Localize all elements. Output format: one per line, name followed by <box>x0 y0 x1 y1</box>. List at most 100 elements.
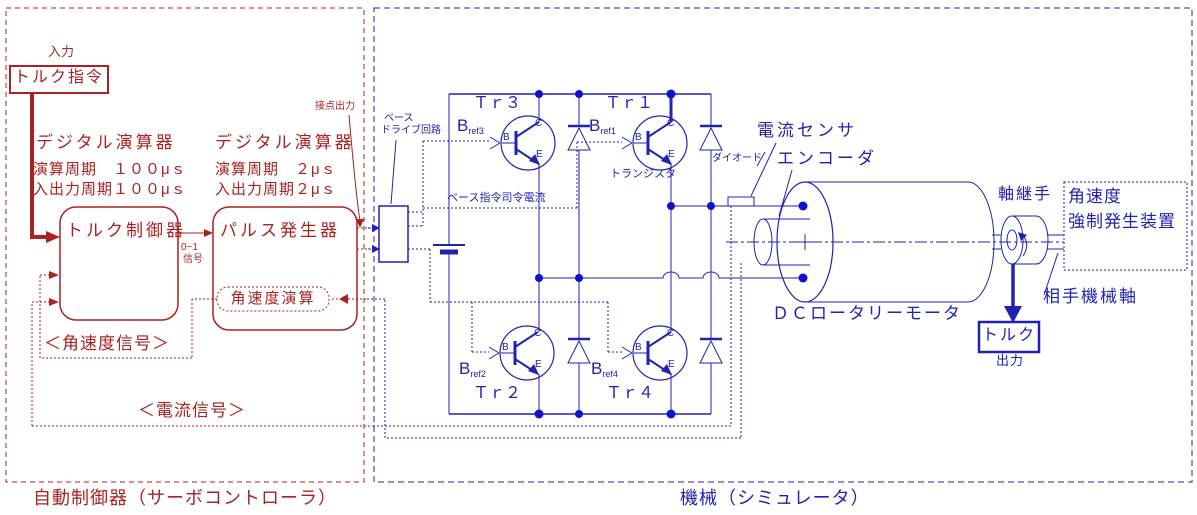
controller-group <box>5 7 374 483</box>
current-sensor-label: 電流センサ <box>757 121 857 140</box>
freewheel-diodes <box>567 124 723 364</box>
tr3-label: Ｔｒ３ <box>473 95 522 112</box>
bref1-base: B <box>589 116 601 135</box>
contact-output-pointer <box>348 114 361 222</box>
tr2-e: E <box>535 359 542 370</box>
dsp-right-line1: 演算周期 ２μｓ <box>215 161 337 178</box>
base-arrowheads <box>488 136 633 360</box>
motor-wire-lower <box>539 271 803 279</box>
tr4-b: B <box>635 342 642 353</box>
torque-output-box <box>977 320 1041 354</box>
transistor-tr1 <box>632 115 688 171</box>
dsp-right-line2: 入出力周期２μｓ <box>215 181 337 198</box>
angular-velocity-calc-label: 角速度演算 <box>230 290 316 307</box>
diode-pointer <box>756 151 766 167</box>
torque-output-label: トルク <box>981 327 1036 344</box>
torque-command-box <box>9 65 109 94</box>
diode-label: ダイオード <box>712 153 762 164</box>
torque-controller-box <box>59 206 179 321</box>
bref4-sub: ref4 <box>602 369 618 379</box>
base-drive-input-stub <box>368 227 372 250</box>
base-drive-label-2: ドライブ回路 <box>381 125 441 136</box>
pulse-generator-label: パルス発生器 <box>220 221 340 240</box>
tr2-c: C <box>534 328 542 339</box>
dsp-left-line1: 演算周期 １００μｓ <box>33 161 187 178</box>
contact-output-label: 接点出力 <box>315 101 355 112</box>
mating-shaft-pointer <box>1043 252 1059 296</box>
machine-group <box>366 7 1193 483</box>
bref3-sub: ref3 <box>468 126 484 136</box>
base-command-current-label: ベース指令司令電流 <box>447 192 546 204</box>
angular-velocity-calc-box <box>216 286 330 312</box>
tr2-label: Ｔｒ２ <box>473 385 522 402</box>
current-feedback <box>31 301 374 427</box>
arrowhead <box>356 219 364 228</box>
arrowhead <box>204 229 213 237</box>
transistor-tr4 <box>632 325 688 381</box>
bref2-label: Bref2 <box>459 359 486 379</box>
arrowhead <box>372 224 380 232</box>
signal-01-sub-label: 信号 <box>183 254 203 265</box>
base-drive-label-1: ベース <box>384 113 414 124</box>
current-sensor-box <box>727 196 755 207</box>
signal-01-label: 0~1 <box>181 242 198 253</box>
arrowhead <box>339 294 348 304</box>
bref1-label: Bref1 <box>589 116 616 136</box>
output-label: 出力 <box>996 353 1025 368</box>
tr1-e: E <box>668 149 675 160</box>
torque-controller-label: トルク制御器 <box>66 221 186 240</box>
transistor-label: トランジスタ <box>610 168 676 180</box>
arrowhead <box>49 298 59 306</box>
forced-generator-label-2: 強制発生装置 <box>1068 212 1176 231</box>
dsp-left-line2: 入出力周期１００μｓ <box>33 181 187 198</box>
tr4-label: Ｔｒ４ <box>606 385 655 402</box>
shaft-coupling <box>992 215 1064 265</box>
tr1-c: C <box>667 118 675 129</box>
bref3-label: Bref3 <box>457 116 484 136</box>
encoder-label: エンコーダ <box>777 149 877 168</box>
controller-caption: 自動制御器（サーボコントローラ） <box>33 488 337 508</box>
junction-dots <box>534 89 808 419</box>
tr3-b: B <box>503 132 510 143</box>
bref3-base: B <box>457 116 469 135</box>
angular-velocity-feedback <box>39 274 217 359</box>
tr4-e: E <box>668 359 675 370</box>
tr2-b: B <box>502 342 509 353</box>
tr3-e: E <box>536 149 543 160</box>
dsp-right-title: デジタル演算器 <box>215 133 355 152</box>
controller-boundary-box <box>5 7 365 483</box>
motor-label: ＤＣロータリーモータ <box>772 304 962 323</box>
arrowhead <box>1004 306 1022 323</box>
dsp-left-title: デジタル演算器 <box>36 133 176 152</box>
transistor-tr3 <box>500 115 556 171</box>
bref4-base: B <box>591 359 603 378</box>
arrowhead <box>372 245 380 253</box>
machine-boundary-box <box>373 7 1193 483</box>
angular-velocity-signal-label: ＜角速度信号＞ <box>44 334 170 353</box>
arrowhead <box>46 231 60 243</box>
feedback-routing <box>366 206 742 439</box>
bref2-base: B <box>459 359 471 378</box>
base-drive-pointer <box>390 139 397 205</box>
base-command-routing <box>408 140 622 353</box>
bref1-sub: ref1 <box>600 126 616 136</box>
base-drive-box <box>378 205 409 263</box>
forced-generator-label-1: 角速度 <box>1068 187 1122 206</box>
machine-caption: 機械（シミュレータ） <box>680 488 870 508</box>
bref2-sub: ref2 <box>470 369 486 379</box>
encoder-cylinder <box>763 218 810 266</box>
arrowhead <box>49 271 59 279</box>
current-sensor-pointer <box>750 142 777 197</box>
tr3-c: C <box>535 118 543 129</box>
transistor-tr2 <box>499 325 555 381</box>
input-label: 入力 <box>48 44 75 59</box>
pulse-generator-box <box>212 206 358 331</box>
current-signal-label: ＜電流信号＞ <box>138 401 246 420</box>
tr1-b: B <box>635 132 642 143</box>
torque-command-label: トルク指令 <box>13 69 104 86</box>
mating-shaft-label: 相手機械軸 <box>1043 287 1138 306</box>
torque-command-wire <box>30 93 46 239</box>
coupling-label: 軸継手 <box>998 186 1053 203</box>
